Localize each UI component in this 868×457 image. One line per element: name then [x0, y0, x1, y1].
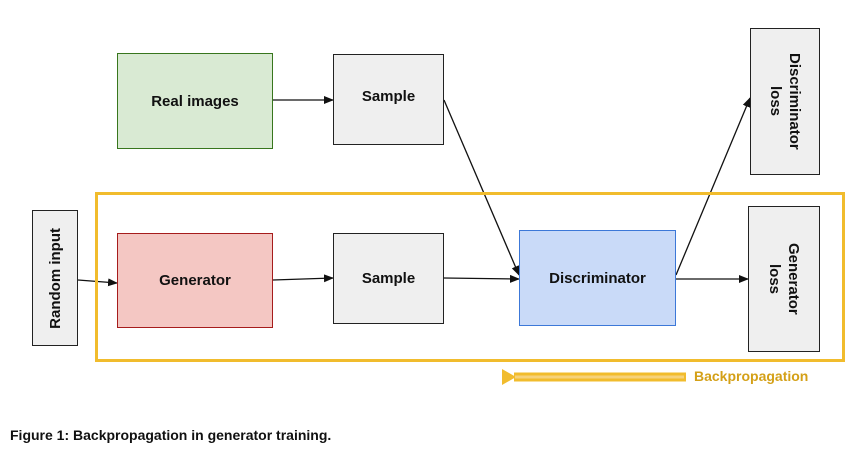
real-images-label: Real images [151, 92, 239, 110]
generator-loss-label: Generator loss [765, 243, 803, 315]
random-input-label: Random input [46, 227, 64, 329]
generator-loss-line-1: Generator [785, 243, 802, 315]
backpropagation-label: Backpropagation [694, 368, 809, 384]
random-input-box: Random input [32, 210, 78, 346]
discriminator-loss-line-2: loss [767, 86, 784, 117]
discriminator-loss-line-1: Discriminator [786, 53, 803, 150]
generator-label: Generator [159, 272, 231, 289]
generator-box: Generator [117, 233, 273, 328]
generator-loss-line-2: loss [766, 263, 783, 294]
arrow-sample-to-discriminator [443, 99, 520, 276]
arrow-discriminator-to-discriminator-loss [675, 97, 751, 276]
figure-caption: Figure 1: Backpropagation in generator t… [10, 427, 332, 443]
sample-box-top: Sample [333, 54, 444, 145]
arrow-generator-to-sample [272, 274, 334, 283]
sample-top-label: Sample [361, 88, 416, 105]
generator-training-frame [95, 192, 845, 362]
discriminator-loss-box: Discriminator loss [750, 28, 820, 175]
generator-loss-box: Generator loss [748, 206, 820, 352]
sample-bottom-label: Sample [361, 270, 416, 287]
arrow-sample-to-discriminator-bottom [443, 274, 520, 283]
discriminator-box: Discriminator [519, 230, 676, 326]
sample-box-bottom: Sample [333, 233, 444, 324]
real-images-box: Real images [117, 53, 273, 149]
discriminator-label: Discriminator [549, 269, 646, 287]
discriminator-loss-label: Discriminator loss [766, 53, 804, 150]
